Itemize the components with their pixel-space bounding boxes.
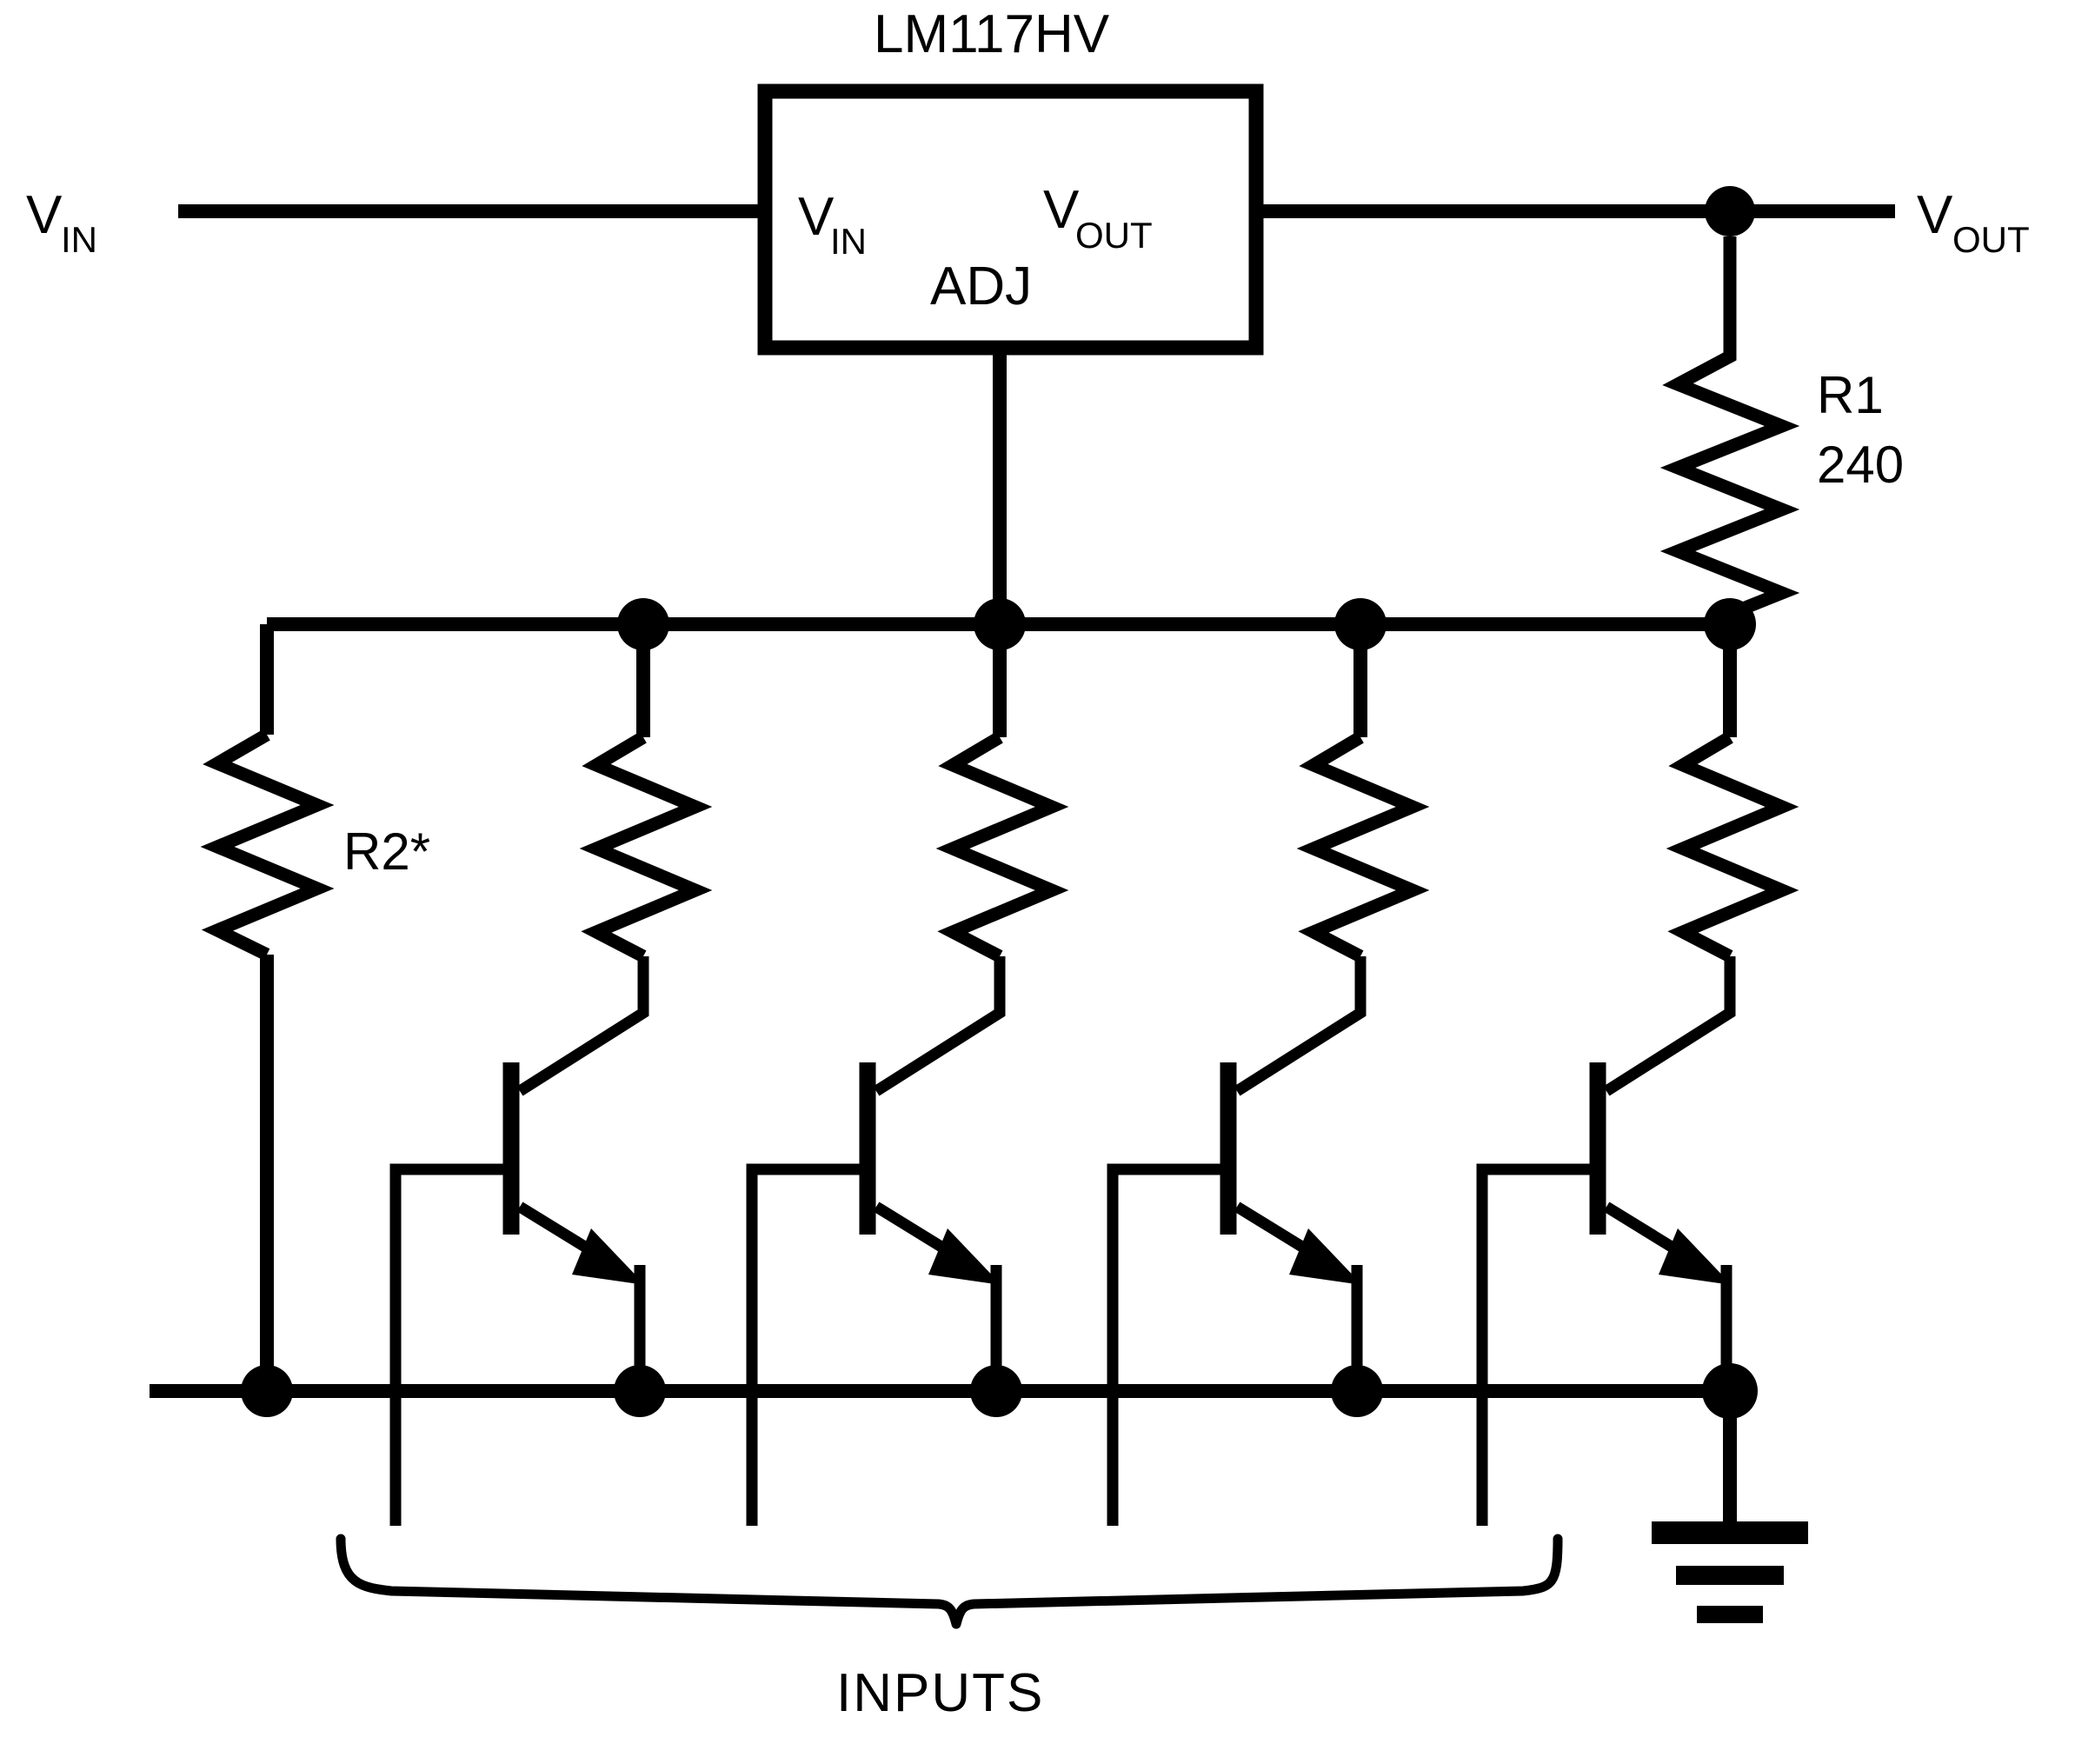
- wire-stage4-base-input: [1476, 1163, 1598, 1526]
- stage-3-group: [1107, 624, 1430, 1526]
- wire-stage2-collector: [873, 956, 1006, 1096]
- transistor-3-emitter-arrow: [1289, 1228, 1362, 1285]
- node-dot-bottom-emitter-1: [614, 1365, 666, 1417]
- wire-stage2-base-input: [746, 1163, 868, 1526]
- pin-vin-label: V: [798, 187, 835, 247]
- pin-adj-label: ADJ: [930, 256, 1032, 316]
- transistor-1-emitter-arrow: [572, 1228, 645, 1285]
- resistor-stage4-symbol: [1666, 731, 1799, 962]
- wire-stage4-collector: [1603, 956, 1736, 1096]
- inputs-group-label: INPUTS: [836, 1663, 1044, 1723]
- stage-1-group: [389, 624, 713, 1526]
- wire-stage1-collector: [516, 956, 649, 1096]
- stage-4-group: [1476, 624, 1799, 1526]
- node-dot-bottom-emitter-3: [1331, 1365, 1383, 1417]
- r1-value-label: 240: [1817, 436, 1904, 494]
- wire-stage1-base-input: [389, 1163, 511, 1526]
- wire-stage3-collector: [1234, 956, 1367, 1096]
- resistor-stage3-symbol: [1296, 731, 1430, 962]
- node-dot-bottom-r2: [241, 1365, 293, 1417]
- resistor-r1-symbol: [1659, 236, 1800, 624]
- transistor-4-emitter-arrow: [1659, 1228, 1732, 1285]
- pin-vout-sublabel: OUT: [1075, 215, 1153, 256]
- resistor-stage2-symbol: [935, 731, 1069, 962]
- vout-terminal-label: V: [1917, 185, 1953, 245]
- node-dot-vout: [1705, 186, 1755, 236]
- transistor-2-emitter-arrow: [928, 1228, 1001, 1285]
- pin-vout-label: V: [1043, 180, 1080, 240]
- wire-stage3-base-input: [1107, 1163, 1228, 1526]
- vin-terminal-sublabel: IN: [61, 219, 97, 260]
- pin-vin-sublabel: IN: [830, 221, 867, 262]
- r2-name-label: R2*: [343, 822, 430, 881]
- regulator-body-box: [757, 83, 1264, 356]
- node-dot-bottom-emitter-2: [970, 1365, 1022, 1417]
- regulator-title-label: LM117HV: [874, 4, 1110, 64]
- vin-terminal-label: V: [26, 185, 63, 245]
- inputs-brace: [336, 1534, 1563, 1629]
- resistor-stage1-symbol: [579, 731, 713, 962]
- vout-terminal-sublabel: OUT: [1952, 219, 2030, 260]
- resistor-r2-symbol: [200, 729, 335, 961]
- r1-name-label: R1: [1817, 366, 1884, 424]
